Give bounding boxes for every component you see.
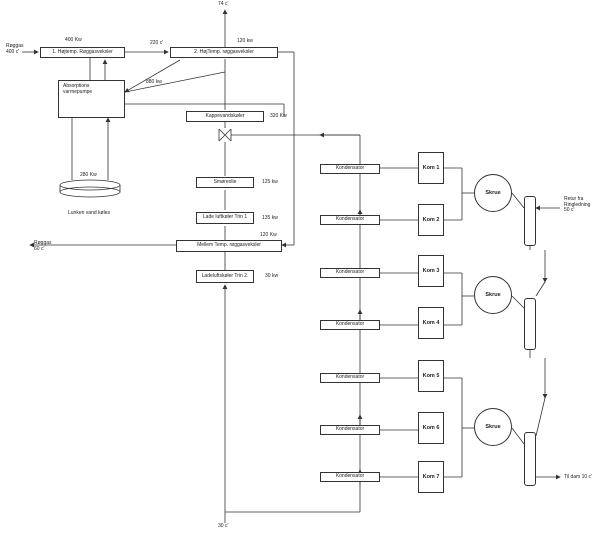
evaporator-1	[524, 196, 536, 246]
absorption-box: Absorptions varmepumpe	[58, 80, 125, 118]
hx2-box: 2. HøjTemp. røggasveksler	[170, 47, 278, 58]
kompressor-6: Kom 6	[418, 412, 444, 444]
kw-320-label: 320 Kw	[270, 113, 287, 119]
bottom-temp-label: 30 c'	[218, 523, 229, 529]
skrue-3: Skrue	[474, 408, 512, 446]
kw-280-label: 280 Kw	[80, 172, 97, 178]
temp-220-label: 220 c'	[150, 40, 164, 46]
evaporator-3	[524, 432, 536, 486]
hx1-box: 1. Højtemp. Røggasveksler	[40, 47, 125, 58]
lade1-box: Lade luftkøler Trin 1	[196, 212, 254, 224]
til-dam-label: Til dam 10 c'	[564, 474, 593, 480]
kompressor-2: Kom 2	[418, 204, 444, 236]
kondensator-7: Kondensator	[320, 472, 380, 482]
kompressor-5: Kom 5	[418, 360, 444, 392]
skrue-1: Skrue	[474, 174, 512, 212]
kw-120-mid-label: 120 Kw	[260, 232, 277, 238]
kompressor-3: Kom 3	[418, 255, 444, 287]
lunken-label: Lunken vand køles	[68, 210, 110, 216]
roggas-out-label: Røggas 60 c'	[34, 240, 52, 252]
roggas-in-label: Røggas 400 c'	[6, 43, 24, 55]
kw-30-label: 30 kw	[265, 273, 279, 279]
kondensator-4: Kondensator	[320, 320, 380, 330]
kw-120-top-label: 120 kw	[237, 38, 253, 44]
skrue-2: Skrue	[474, 276, 512, 314]
kappe-box: Kappevandskøler	[186, 111, 264, 122]
kondensator-1: Kondensator	[320, 164, 380, 174]
kompressor-1: Kom 1	[418, 152, 444, 184]
kw-125-label: 125 kw	[262, 179, 278, 185]
kondensator-3: Kondensator	[320, 268, 380, 278]
top-temp-label: 74 c'	[218, 1, 229, 7]
smore-box: Smøreolie	[196, 177, 254, 188]
kw-400-label: 400 Kw	[65, 37, 82, 43]
kondensator-6: Kondensator	[320, 425, 380, 435]
mellem-box: Mellem Temp. røggasveksler	[176, 240, 282, 252]
retur-label: Retur fra Ringledning 50 c'	[564, 196, 591, 213]
kompressor-7: Kom 7	[418, 461, 444, 493]
kw-135-label: 135 kw	[262, 215, 278, 221]
evaporator-2	[524, 298, 536, 350]
kondensator-2: Kondensator	[320, 215, 380, 225]
lade2-box: Ladeluftskøler Trin 2.	[196, 270, 254, 283]
kw-880-label: 880 kw	[146, 79, 162, 85]
kondensator-5: Kondensator	[320, 373, 380, 383]
kompressor-4: Kom 4	[418, 307, 444, 339]
